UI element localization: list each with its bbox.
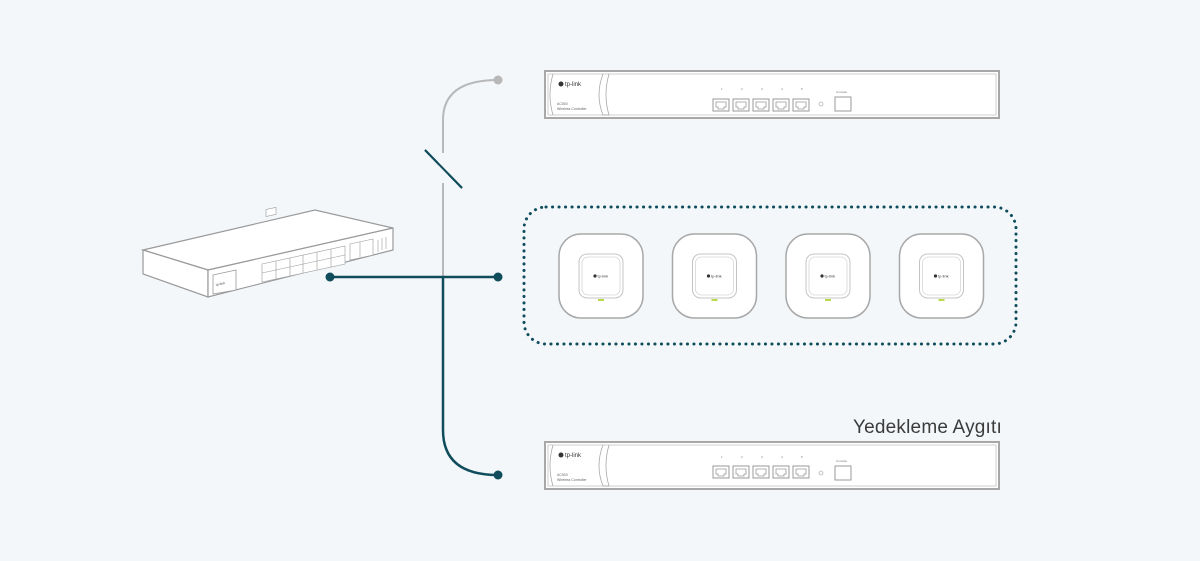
port-label: 4 — [781, 455, 783, 459]
access-point-led — [711, 299, 718, 301]
access-point-panel — [919, 253, 964, 299]
access-point-panel-inner — [695, 256, 734, 296]
controller-ports: 1 2 3 4 5 Console — [712, 87, 852, 112]
active-link-to-backup — [441, 277, 499, 477]
access-point: tp-link — [898, 233, 985, 319]
tp-link-logo-icon — [706, 274, 711, 278]
controller-type: Wireless Controller — [557, 478, 587, 482]
port-label: 5 — [801, 455, 803, 459]
tp-link-logo-icon — [593, 274, 597, 278]
access-point: tp-link — [558, 233, 644, 319]
console-port — [834, 96, 852, 112]
link-break-slash — [424, 149, 463, 189]
backup-device-label: Yedekleme Aygıtı — [853, 417, 1002, 438]
network-switch: tp-link — [140, 206, 394, 298]
reset-button-icon — [818, 101, 824, 107]
backup-controller: tp-link AC500 Wireless Controller 1 2 3 … — [544, 441, 1000, 490]
port-label: 1 — [721, 87, 723, 91]
access-point-group: tp-link tp-link tp-link tp-link — [558, 233, 985, 319]
tp-link-logo-icon — [933, 274, 938, 278]
access-point-panel-inner — [581, 256, 621, 296]
controller-type: Wireless Controller — [557, 107, 587, 111]
controller-model: AC500 — [557, 473, 568, 477]
port-label: 2 — [741, 87, 743, 91]
port-label: 3 — [761, 87, 763, 91]
access-point-panel-inner — [922, 256, 961, 296]
standby-link — [442, 79, 499, 278]
port-label: 4 — [781, 87, 783, 91]
access-point-brand-logo: tp-link — [825, 274, 836, 279]
console-label: Console — [836, 459, 847, 463]
console-port — [834, 465, 852, 481]
console-label: Console — [836, 90, 847, 94]
port-label: 1 — [721, 455, 723, 459]
access-point-led — [938, 299, 945, 301]
backup-link-endpoint — [493, 470, 503, 480]
access-point: tp-link — [671, 233, 758, 319]
tp-link-logo-icon — [558, 452, 564, 458]
access-point-group-border — [522, 205, 1018, 346]
tp-link-logo-icon — [820, 274, 824, 278]
access-point-led — [598, 299, 604, 301]
access-point-panel — [692, 253, 737, 299]
access-point: tp-link — [785, 233, 871, 319]
access-point-brand-logo: tp-link — [938, 274, 949, 279]
port-label: 2 — [741, 455, 743, 459]
reset-button-icon — [818, 470, 824, 476]
controller-model: AC500 — [557, 102, 568, 106]
switch-port-endpoint — [325, 272, 335, 282]
controller-ports: 1 2 3 4 5 Console — [712, 455, 852, 481]
controller-brand-logo: tp-link — [565, 453, 582, 459]
port-label: 3 — [761, 455, 763, 459]
tp-link-logo-icon — [558, 81, 564, 87]
access-point-panel-inner — [808, 256, 848, 296]
ap-link-endpoint — [493, 272, 503, 282]
access-point-brand-logo: tp-link — [711, 274, 722, 279]
access-point-panel — [805, 253, 851, 299]
port-label: 5 — [801, 87, 803, 91]
access-point-panel — [578, 253, 624, 299]
switch-brand-logo: tp-link — [215, 281, 225, 287]
standby-link-endpoint — [493, 75, 503, 85]
access-point-brand-logo: tp-link — [598, 274, 609, 279]
access-point-led — [825, 299, 831, 301]
primary-controller: tp-link AC500 Wireless Controller 1 2 3 … — [544, 70, 1000, 119]
controller-brand-logo: tp-link — [565, 82, 582, 88]
